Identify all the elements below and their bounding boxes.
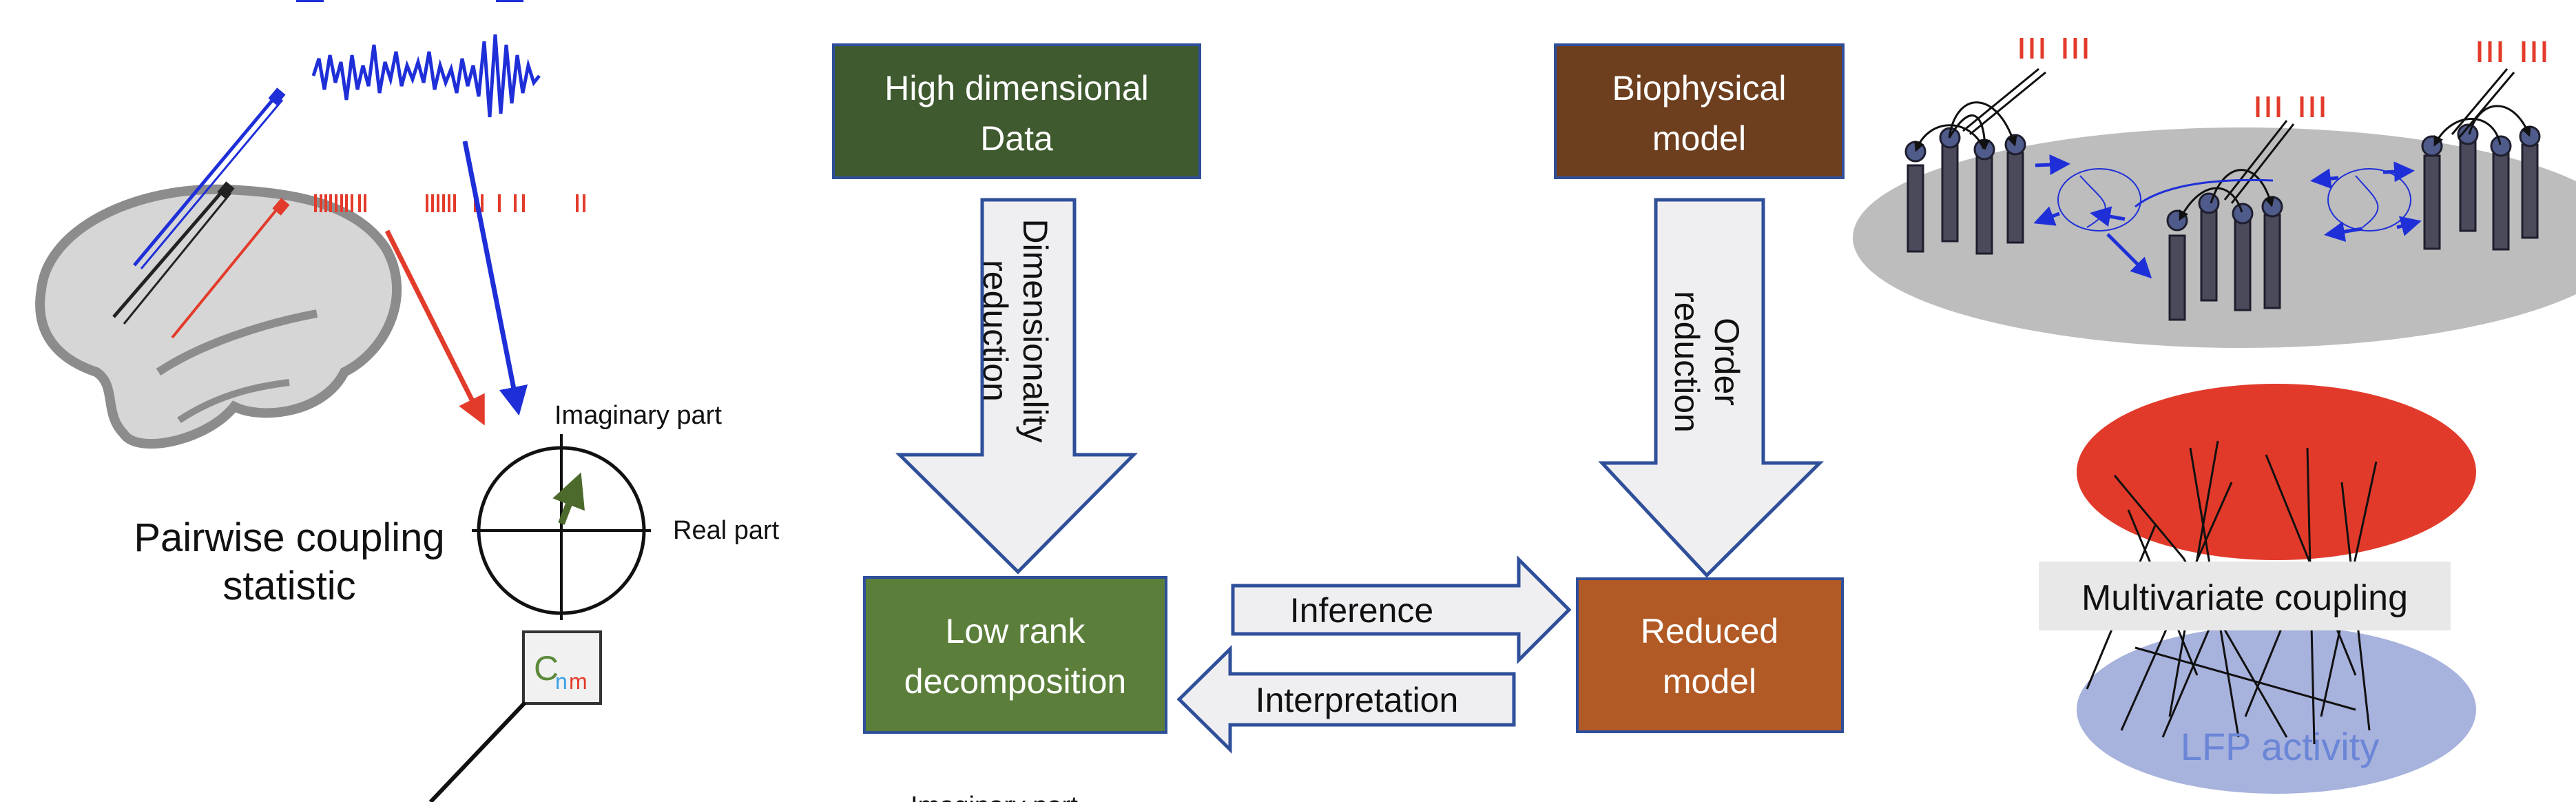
high-dim-label-line1: High dimensional bbox=[884, 69, 1149, 107]
reduced-label-line1: Reduced bbox=[1641, 612, 1778, 650]
order-reduction-label-line2: reduction bbox=[1668, 291, 1706, 433]
inference-label: Inference bbox=[1290, 591, 1433, 630]
dimensionality-reduction-arrow bbox=[895, 198, 1138, 575]
statistic-title-line1: Pairwise coupling bbox=[134, 515, 444, 560]
dim-reduction-label-line1: Dimensionality bbox=[1016, 218, 1055, 442]
inference-arrow bbox=[1231, 555, 1572, 665]
order-reduction-arrow bbox=[1598, 198, 1825, 578]
lfp-population-ellipse bbox=[2077, 626, 2476, 794]
coupling-vector-arrow bbox=[552, 472, 585, 525]
spike-to-plane-arrow bbox=[384, 229, 485, 426]
lfp-activity-label: LFP activity bbox=[2181, 725, 2379, 768]
brain-illustration bbox=[35, 184, 402, 449]
left-panel: Imaginary part Real part Pairwise coupli… bbox=[35, 0, 780, 802]
electrodes bbox=[112, 88, 290, 339]
matrix-subscript-n: n bbox=[555, 669, 568, 694]
low-rank-label-line2: decomposition bbox=[904, 662, 1126, 701]
oscillatory-coupling-arrows bbox=[2033, 154, 2422, 279]
spike-population-ellipse bbox=[2077, 384, 2476, 560]
low-rank-decomposition-box: Low rank decomposition bbox=[863, 576, 1167, 734]
biophysical-model-box: Biophysical model bbox=[1554, 43, 1845, 179]
cropped-imaginary-label: Imaginary part bbox=[911, 792, 1078, 802]
matrix-element-box: C n m bbox=[522, 630, 602, 705]
right-panel: Multivariate coupling LFP activity bbox=[1853, 38, 2576, 794]
order-reduction-label-line1: Order bbox=[1707, 318, 1746, 406]
spike-train bbox=[314, 194, 585, 212]
neuron-group-left bbox=[1904, 127, 2026, 255]
population-spike-ticks bbox=[2019, 38, 2546, 117]
complex-plane bbox=[472, 434, 651, 620]
biophysical-label-line2: model bbox=[1652, 119, 1746, 158]
matrix-pointer-line bbox=[428, 701, 527, 802]
matrix-subscript-m: m bbox=[569, 669, 588, 694]
dim-reduction-label-line2: reduction bbox=[976, 260, 1015, 402]
recurrent-connections bbox=[1914, 68, 2531, 221]
biophysical-label-line1: Biophysical bbox=[1612, 69, 1787, 107]
matrix-symbol: C bbox=[534, 649, 559, 688]
reduced-model-box: Reduced model bbox=[1576, 577, 1844, 733]
imaginary-axis-label: Imaginary part bbox=[554, 401, 722, 430]
interpretation-arrow bbox=[1176, 645, 1516, 754]
reduced-label-line2: model bbox=[1663, 662, 1756, 701]
lfp-waveform bbox=[311, 34, 541, 118]
interpretation-label: Interpretation bbox=[1256, 681, 1459, 719]
lfp-to-plane-arrow bbox=[462, 141, 528, 416]
real-axis-label: Real part bbox=[673, 516, 780, 545]
pipeline-flow: High dimensional Data Biophysical model … bbox=[832, 43, 1845, 802]
low-rank-label-line1: Low rank bbox=[946, 612, 1086, 650]
statistic-title-line2: statistic bbox=[222, 564, 355, 608]
multivariate-coupling-label: Multivariate coupling bbox=[2081, 578, 2408, 618]
neuron-group-middle bbox=[2166, 192, 2283, 321]
multivariate-coupling-band bbox=[2039, 562, 2451, 630]
high-dimensional-data-box: High dimensional Data bbox=[832, 43, 1201, 179]
high-dim-label-line2: Data bbox=[980, 119, 1053, 158]
